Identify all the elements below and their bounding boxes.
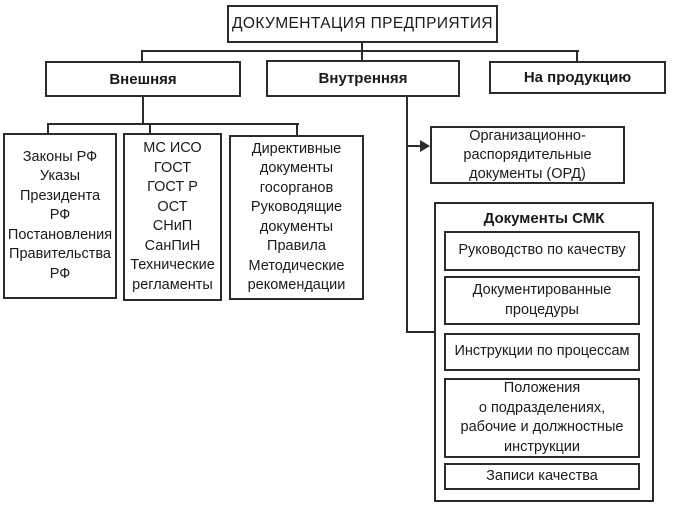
- category-box-external: Внешняя: [45, 61, 241, 97]
- smk-item-quality-manual: Руководство по качеству: [444, 231, 640, 271]
- ord-box: Организационно- распорядительные докумен…: [430, 126, 625, 184]
- connector-ord-branch: [406, 145, 422, 147]
- smk-title: Документы СМК: [483, 210, 605, 227]
- smk-item-process-instructions: Инструкции по процессам: [444, 333, 640, 371]
- directives-box-text: Директивные документы госорганов Руковод…: [247, 140, 346, 294]
- root-box: ДОКУМЕНТАЦИЯ ПРЕДПРИЯТИЯ: [227, 5, 498, 43]
- category-box-product: На продукцию: [489, 61, 666, 94]
- smk-item-text: Положения о подразделениях, рабочие и до…: [460, 380, 624, 455]
- connector-drop-product: [576, 50, 578, 62]
- smk-item-text: Инструкции по процессам: [454, 343, 630, 360]
- root-box-label: ДОКУМЕНТАЦИЯ ПРЕДПРИЯТИЯ: [232, 15, 493, 32]
- smk-item-quality-records: Записи качества: [444, 463, 640, 490]
- category-internal-label: Внутренняя: [318, 70, 408, 87]
- smk-item-text: Записи качества: [486, 467, 598, 484]
- connector-root-stub: [361, 43, 363, 52]
- connector-smk-branch: [406, 331, 434, 333]
- connector-level2-hbar: [141, 50, 579, 52]
- category-external-label: Внешняя: [109, 70, 177, 88]
- connector-internal-vline: [406, 96, 408, 333]
- ord-box-text: Организационно- распорядительные докумен…: [463, 127, 592, 182]
- category-box-internal: Внутренняя: [266, 60, 460, 97]
- connector-drop-laws: [47, 123, 49, 134]
- smk-item-text: Документированные процедуры: [472, 282, 612, 318]
- connector-drop-standards: [149, 123, 151, 134]
- laws-box: Законы РФ Указы Президента РФ Постановле…: [3, 133, 117, 299]
- connector-drop-directives: [296, 123, 298, 136]
- directives-box: Директивные документы госорганов Руковод…: [229, 135, 364, 300]
- standards-box-text: МС ИСО ГОСТ ГОСТ Р ОСТ СНиП СанПиН Техни…: [130, 140, 215, 293]
- category-product-label: На продукцию: [523, 69, 632, 86]
- standards-box: МС ИСО ГОСТ ГОСТ Р ОСТ СНиП СанПиН Техни…: [123, 133, 222, 301]
- connector-drop-external: [141, 50, 143, 62]
- connector-external-stub: [142, 96, 144, 125]
- smk-item-text: Руководство по качеству: [458, 242, 626, 259]
- connector-drop-internal: [361, 50, 363, 61]
- connector-external-hbar: [47, 123, 299, 125]
- smk-item-documented-procedures: Документированные процедуры: [444, 276, 640, 325]
- laws-box-text: Законы РФ Указы Президента РФ Постановле…: [7, 148, 113, 282]
- arrow-right-icon: [420, 140, 430, 152]
- smk-item-regulations: Положения о подразделениях, рабочие и до…: [444, 378, 640, 458]
